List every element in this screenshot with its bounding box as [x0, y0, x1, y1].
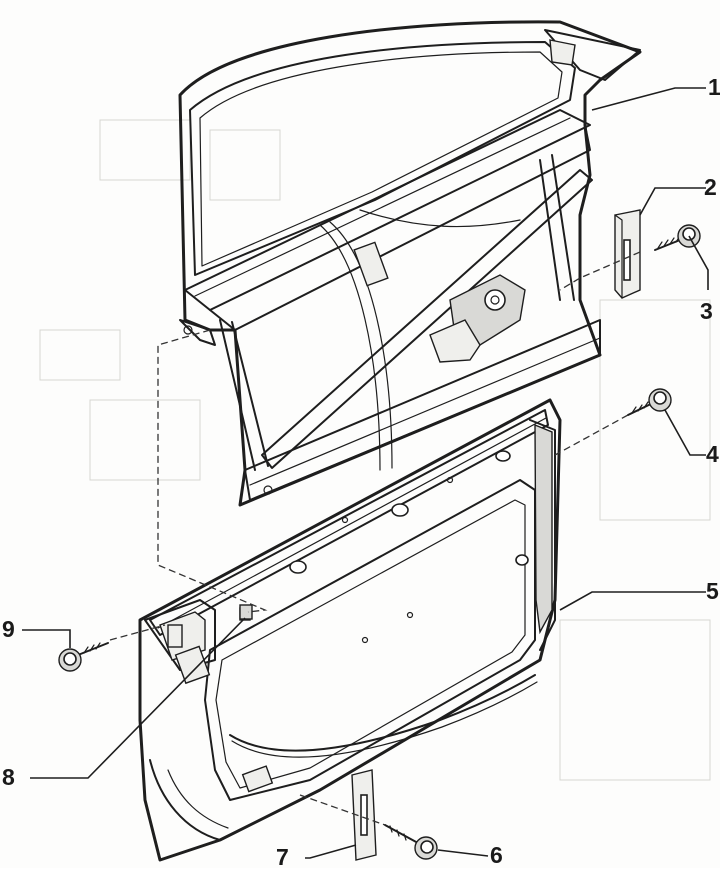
window-motor: [429, 274, 526, 363]
small-clip: [239, 604, 253, 620]
callout-4: 4: [706, 441, 719, 467]
callout-8: 8: [2, 764, 15, 790]
callout-3: 3: [700, 298, 713, 324]
callout-1: 1: [708, 74, 720, 100]
window-frame: [178, 20, 642, 507]
screw-middle: [627, 388, 672, 416]
leader-lines: [22, 87, 709, 859]
door-shell: [138, 398, 562, 862]
callout-7: 7: [276, 844, 289, 870]
background-texture: [39, 119, 711, 781]
callout-2: 2: [704, 174, 717, 200]
spring-clip-bottom: [351, 769, 377, 861]
screw-upper: [654, 224, 701, 251]
callout-9: 9: [2, 616, 15, 642]
spring-clip-top: [614, 209, 641, 299]
callout-6: 6: [490, 842, 503, 868]
screw-lower: [384, 824, 438, 860]
callout-5: 5: [706, 578, 719, 604]
assembly-lines: [109, 251, 641, 826]
screw-left: [58, 642, 109, 672]
